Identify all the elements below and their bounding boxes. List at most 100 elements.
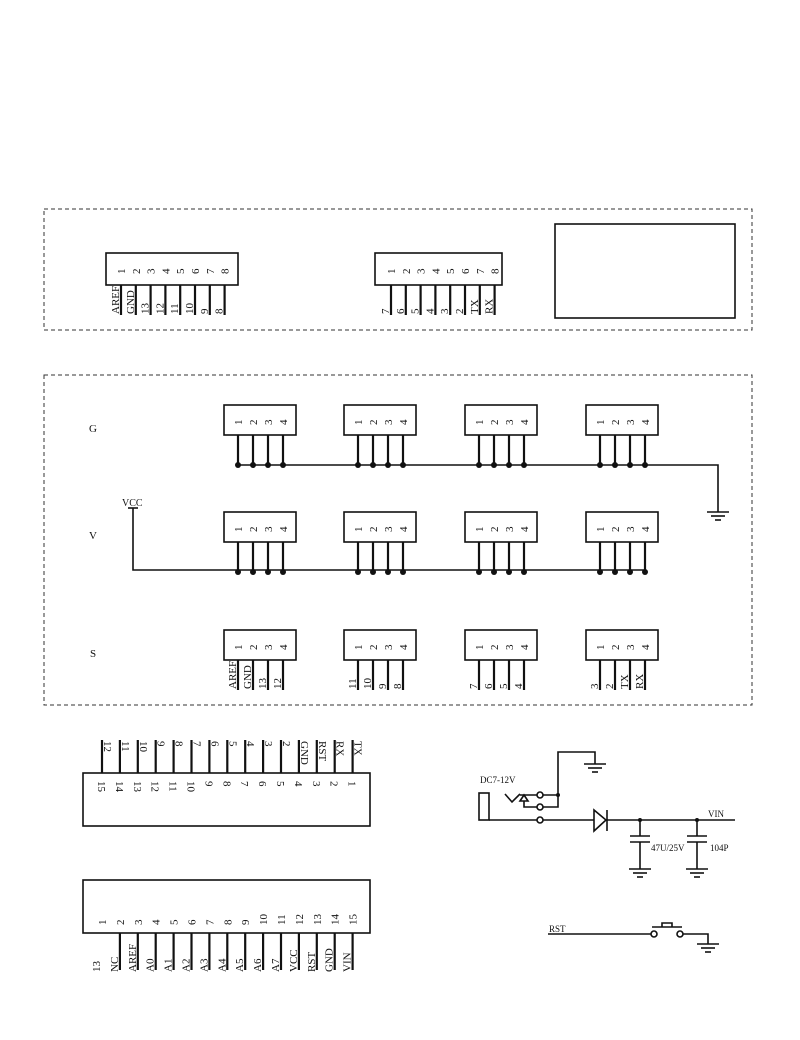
pin-label: 9	[377, 683, 389, 689]
pin-number: 2	[489, 645, 501, 651]
cap2-label: 104P	[710, 843, 729, 853]
pin-label: GND	[242, 665, 254, 689]
pin-number: 1	[116, 269, 128, 275]
pin-number: 2	[368, 527, 380, 533]
pin-label: 12	[272, 678, 284, 689]
pin-header	[343, 404, 417, 436]
pin-number: 3	[504, 526, 516, 532]
pin-label: TX	[619, 674, 631, 689]
pin-number: 13	[312, 914, 324, 926]
pin-number: 5	[274, 781, 286, 787]
pin-label: 10	[362, 678, 374, 690]
pin-number: 4	[278, 644, 290, 650]
pin-number: 3	[383, 526, 395, 532]
pin-number: 7	[204, 919, 216, 925]
pin-label: 3	[439, 308, 451, 314]
pin-number: 11	[167, 781, 179, 792]
row-label: G	[89, 423, 97, 435]
pin-label: TX	[352, 741, 364, 756]
pin-label: A5	[234, 958, 246, 972]
pin-label: 6	[483, 683, 495, 689]
pin-label: GND	[324, 948, 336, 972]
pin-header	[223, 511, 297, 543]
pin-header	[585, 404, 659, 436]
top-section-border	[43, 208, 753, 331]
pin-number: 2	[610, 527, 622, 533]
pin-header	[464, 629, 538, 661]
pin-number: 2	[368, 420, 380, 426]
pin-number: 1	[595, 527, 607, 533]
pin-number: 4	[398, 419, 410, 425]
pin-number: 4	[430, 268, 442, 274]
jack-label: DC7-12V	[480, 775, 516, 785]
pin-number: 6	[187, 919, 199, 925]
pin-label: GND	[298, 741, 310, 765]
row-label: S	[90, 648, 96, 660]
pin-number: 1	[474, 645, 486, 651]
pin-label: RX	[634, 674, 646, 689]
pin-number: 3	[625, 526, 637, 532]
pin-label: 9	[199, 308, 211, 314]
pin-number: 3	[263, 419, 275, 425]
pin-header	[464, 511, 538, 543]
pin-number: 1	[353, 645, 365, 651]
pin-number: 5	[445, 268, 457, 274]
pin-number: 8	[220, 268, 232, 274]
pin-number: 3	[416, 268, 428, 274]
pin-label: 5	[498, 683, 510, 689]
pin-number: 12	[294, 914, 306, 925]
pin-header	[585, 629, 659, 661]
pin-label: A4	[216, 958, 228, 972]
pin-number: 2	[328, 781, 340, 787]
vcc-bus	[132, 508, 644, 571]
pin-label: RX	[484, 299, 496, 314]
pin-number: 1	[346, 781, 358, 787]
pin-number: 2	[115, 920, 127, 926]
pin-header	[343, 629, 417, 661]
pin-number: 2	[248, 420, 260, 426]
pin-label: 11	[347, 678, 359, 689]
pin-number: 1	[353, 420, 365, 426]
capacitor-icon	[687, 820, 707, 865]
pin-number: 3	[383, 419, 395, 425]
pin-number: 5	[175, 268, 187, 274]
pin-number: 10	[185, 781, 197, 793]
pin-header	[223, 629, 297, 661]
pin-label: RST	[306, 952, 318, 972]
pin-number: 2	[248, 645, 260, 651]
pin-label: GND	[125, 290, 137, 314]
pin-label: RX	[334, 741, 346, 756]
pin-number: 6	[460, 268, 472, 274]
pin-number: 1	[353, 527, 365, 533]
pin-number: 7	[475, 268, 487, 274]
pin-label: 5	[410, 308, 422, 314]
pin-number: 4	[292, 781, 304, 787]
pin-label: 10	[184, 303, 196, 315]
pin-header	[374, 252, 503, 286]
pin-label: VCC	[288, 949, 300, 972]
rst-label: RST	[549, 924, 566, 934]
pin-number: 4	[519, 644, 531, 650]
pin-number: 14	[330, 914, 342, 926]
pin-number: 4	[398, 526, 410, 532]
pin-number: 1	[595, 420, 607, 426]
pin-label: 7	[191, 741, 203, 747]
pin-number: 3	[263, 644, 275, 650]
pin-label: 5	[226, 741, 238, 747]
pin-number: 7	[238, 781, 250, 787]
vin-label: VIN	[708, 809, 724, 819]
pin-number: 3	[263, 526, 275, 532]
pin-label: 12	[101, 741, 113, 752]
pin-number: 2	[248, 527, 260, 533]
pin-number: 1	[233, 527, 245, 533]
pin-label: NC	[109, 957, 121, 972]
cap1-label: 47U/25V	[651, 843, 685, 853]
pin-header	[105, 252, 239, 286]
pin-label: 4	[513, 683, 525, 689]
pin-label: AREF	[227, 661, 239, 689]
pin-number: 2	[489, 420, 501, 426]
pin-label: 13	[140, 303, 152, 315]
pin-label: 6	[208, 741, 220, 747]
pin-number: 2	[610, 645, 622, 651]
pin-number: 3	[146, 268, 158, 274]
